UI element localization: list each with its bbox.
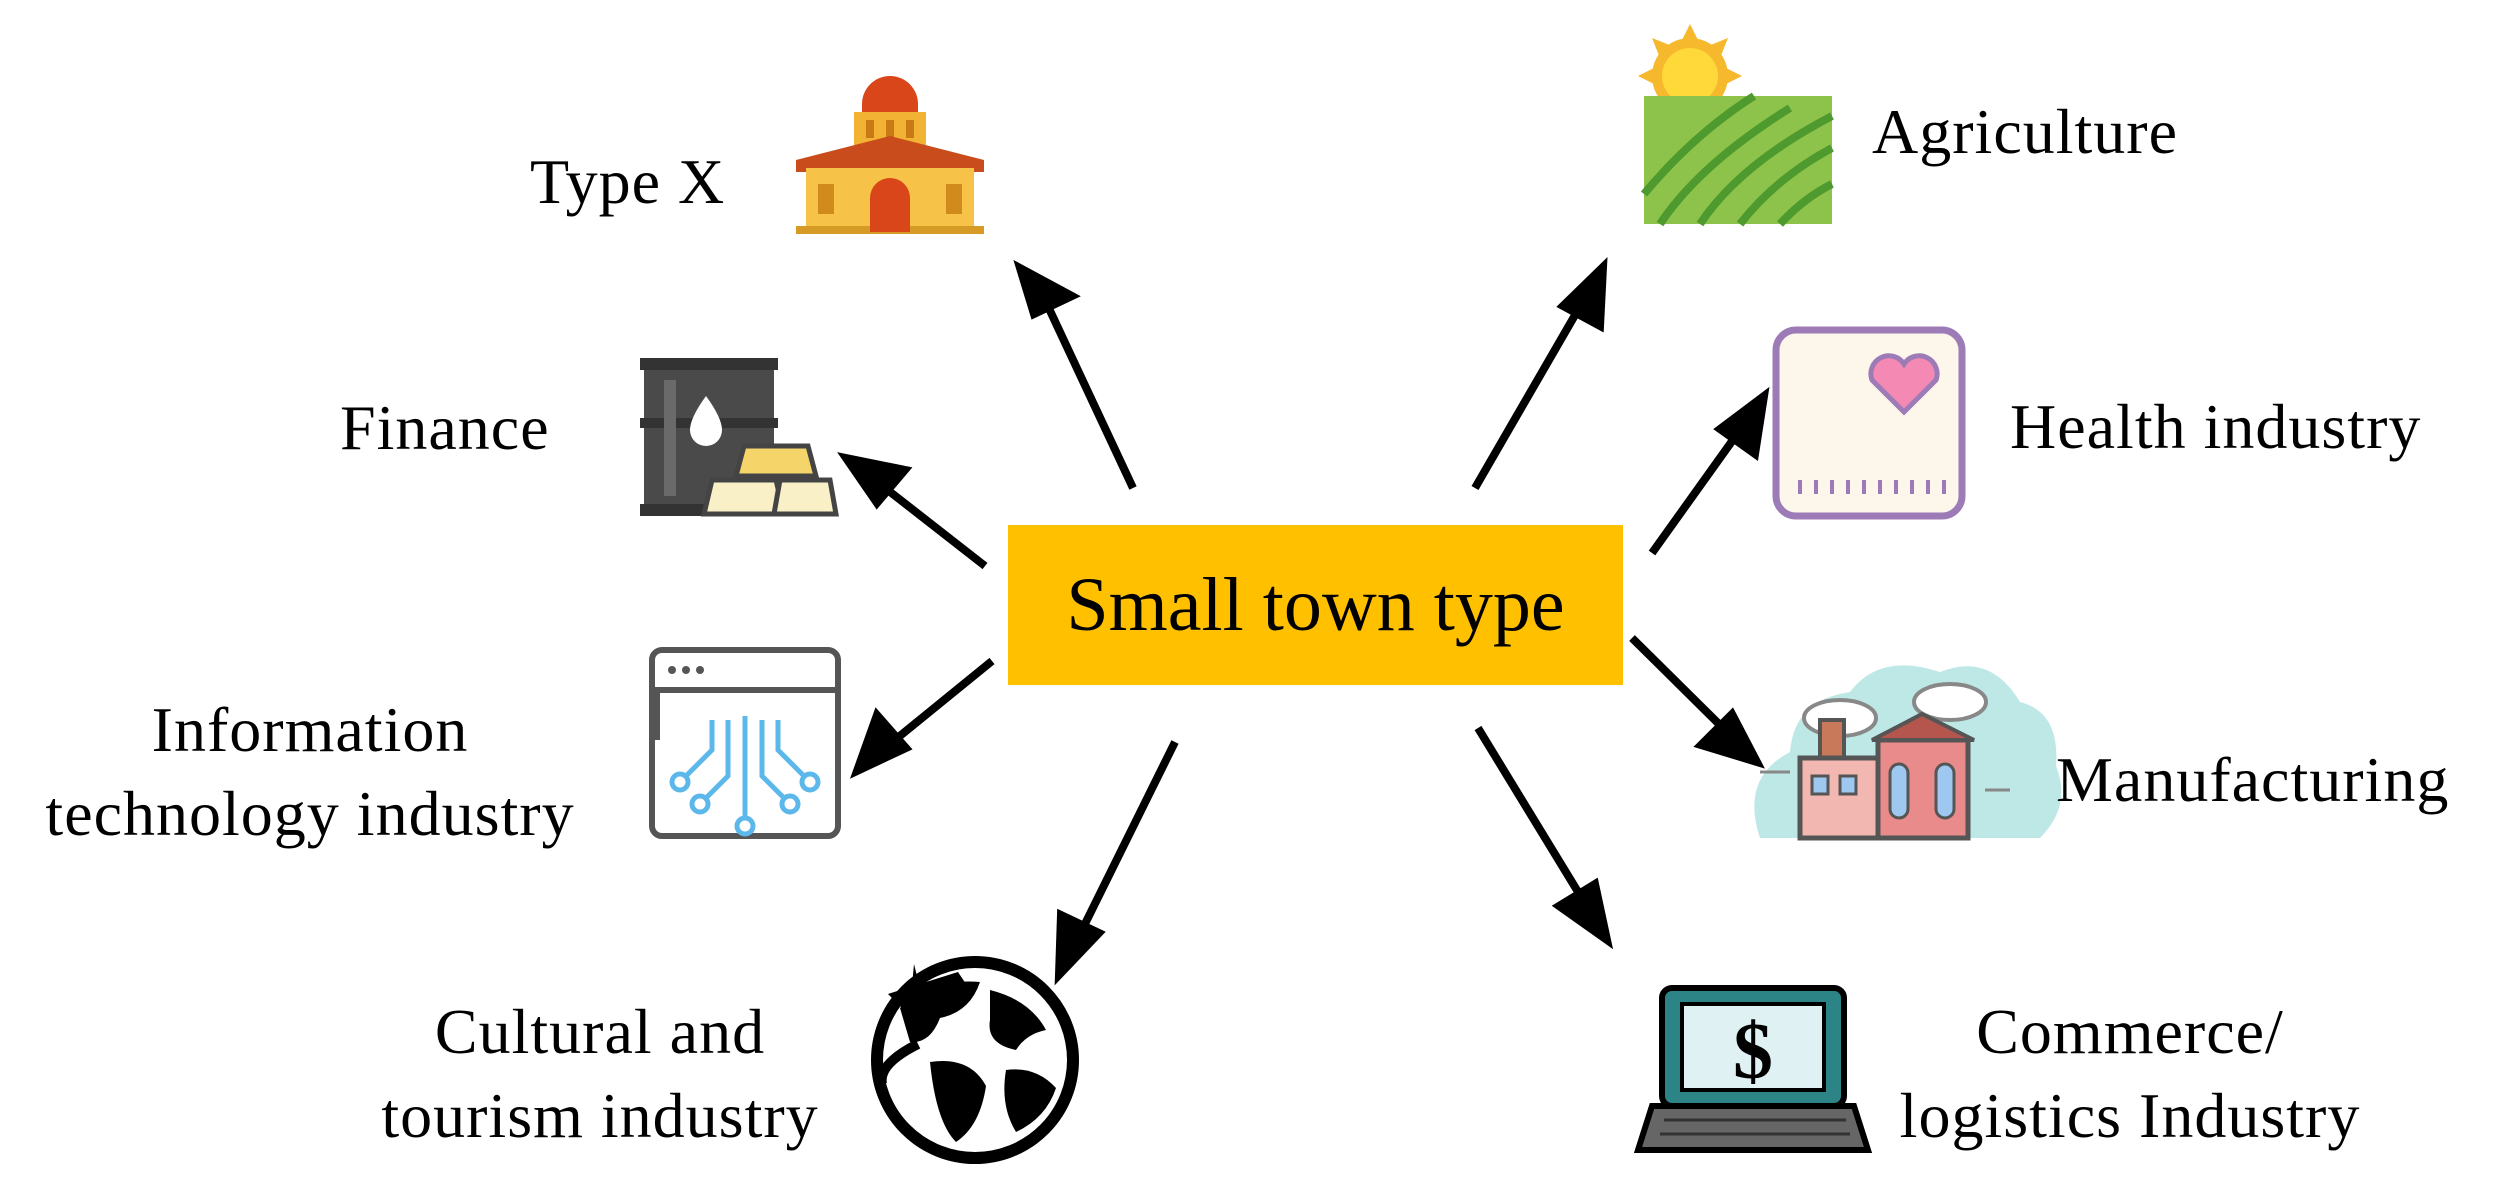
arrow-to-type-x — [1013, 259, 1137, 490]
arrow-to-health — [1648, 386, 1770, 556]
sun-field-icon — [1638, 24, 1834, 227]
town-hall-icon — [796, 76, 984, 234]
arrow-to-agriculture — [1471, 257, 1608, 491]
arrow-to-it — [850, 657, 995, 779]
label-culture-line2: tourism industry — [381, 1080, 819, 1151]
arrow-to-commerce — [1474, 725, 1614, 950]
center-box-fill — [1008, 525, 1623, 685]
computer-dollar-icon: $ — [1633, 985, 1873, 1153]
arrow-to-manufacturing — [1629, 635, 1765, 769]
label-commerce-line1: Commerce/ — [1976, 996, 2284, 1067]
svg-text:$: $ — [1733, 1008, 1773, 1096]
label-type-x: Type X — [530, 146, 726, 217]
circuit-window-icon — [649, 647, 841, 839]
oil-barrel-gold-icon — [640, 358, 839, 517]
label-it-line1: Information — [151, 694, 469, 765]
globe-plane-icon — [871, 956, 1079, 1164]
arrow-to-culture — [1054, 740, 1179, 986]
label-it-line2: technology industry — [45, 778, 575, 849]
label-finance: Finance — [340, 392, 550, 463]
factory-icon — [1754, 665, 2062, 841]
arrows — [837, 257, 1770, 986]
label-commerce-line2: logistics Industry — [1899, 1080, 2361, 1151]
label-manufacturing: Manufacturing — [2056, 744, 2450, 815]
center-box: Small town type — [1008, 525, 1623, 685]
label-health: Health industry — [2010, 391, 2422, 462]
arrow-to-finance — [837, 452, 988, 570]
label-agriculture: Agriculture — [1872, 96, 2178, 167]
heart-monitor-icon — [1772, 326, 1966, 520]
center-label: Small town type — [1066, 562, 1565, 647]
label-culture-line1: Cultural and — [434, 996, 766, 1067]
